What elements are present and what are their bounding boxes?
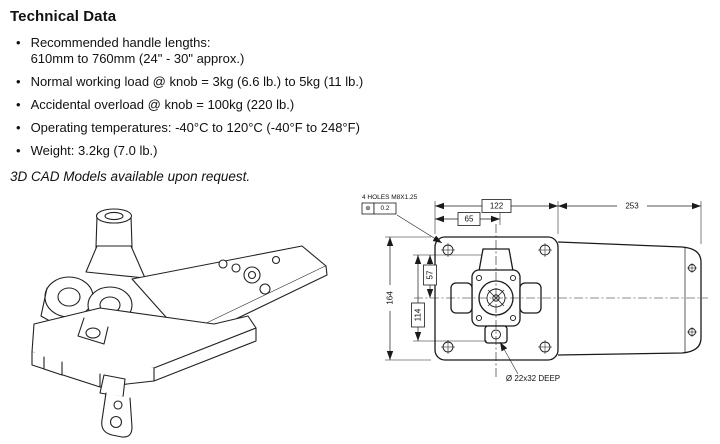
bullet-marker: • [16,120,21,135]
dim-half-width: 65 [435,212,501,226]
isometric-view-drawing [31,208,328,438]
spec-text: Recommended handle lengths: [30,35,211,50]
bullet-marker: • [16,74,21,89]
spec-list: • Recommended handle lengths: 610mm to 7… [16,35,436,166]
dim-57-label: 57 [426,270,435,279]
bullet-marker: • [16,35,21,50]
mounting-holes [441,243,697,354]
isometric-assembly [31,208,328,438]
dim-block-height: 164 [384,236,431,361]
page-title: Technical Data [10,8,117,25]
dim-253-label: 253 [625,202,639,211]
bullet-marker: • [16,143,21,158]
spec-text: Normal working load @ knob = 3kg (6.6 lb… [30,74,364,89]
hole-callout: 4 HOLES M8X1.25 ⊕ 0.2 [361,194,443,244]
position-tolerance-icon: ⊕ [365,205,371,212]
spec-text: Accidental overload @ knob = 100kg (220 … [30,97,295,112]
dim-inner-features: 57 114 [411,254,487,342]
dim-arm-length: 253 [558,200,702,244]
spec-item-weight: • Weight: 3.2kg (7.0 lb.) [16,143,436,159]
dim-122-label: 122 [490,202,504,211]
dim-block-width: 122 [434,199,559,234]
feature-control-frame: ⊕ 0.2 [361,202,397,215]
bore-callout: Ø 22x32 DEEP [499,341,560,383]
bore-callout-label: Ø 22x32 DEEP [506,374,560,383]
spec-text: 610mm to 760mm (24" - 30" approx.) [30,51,245,66]
spec-item-handle-lengths: • Recommended handle lengths: 610mm to 7… [16,35,436,67]
bullet-marker: • [16,97,21,112]
plan-view-drawing: 122 65 253 164 [361,194,708,383]
spec-text: Operating temperatures: -40°C to 120°C (… [30,120,360,135]
spec-item-overload: • Accidental overload @ knob = 100kg (22… [16,97,436,113]
tolerance-value: 0.2 [380,205,389,212]
dim-65-label: 65 [465,215,474,224]
hole-callout-label: 4 HOLES M8X1.25 [362,194,418,201]
spec-item-temperatures: • Operating temperatures: -40°C to 120°C… [16,120,436,136]
dim-164-label: 164 [386,291,395,305]
centerlines [414,224,708,378]
spec-item-working-load: • Normal working load @ knob = 3kg (6.6 … [16,74,436,90]
dim-114-label: 114 [414,308,423,321]
spec-text: Weight: 3.2kg (7.0 lb.) [30,143,158,158]
cad-note: 3D CAD Models available upon request. [10,169,251,184]
